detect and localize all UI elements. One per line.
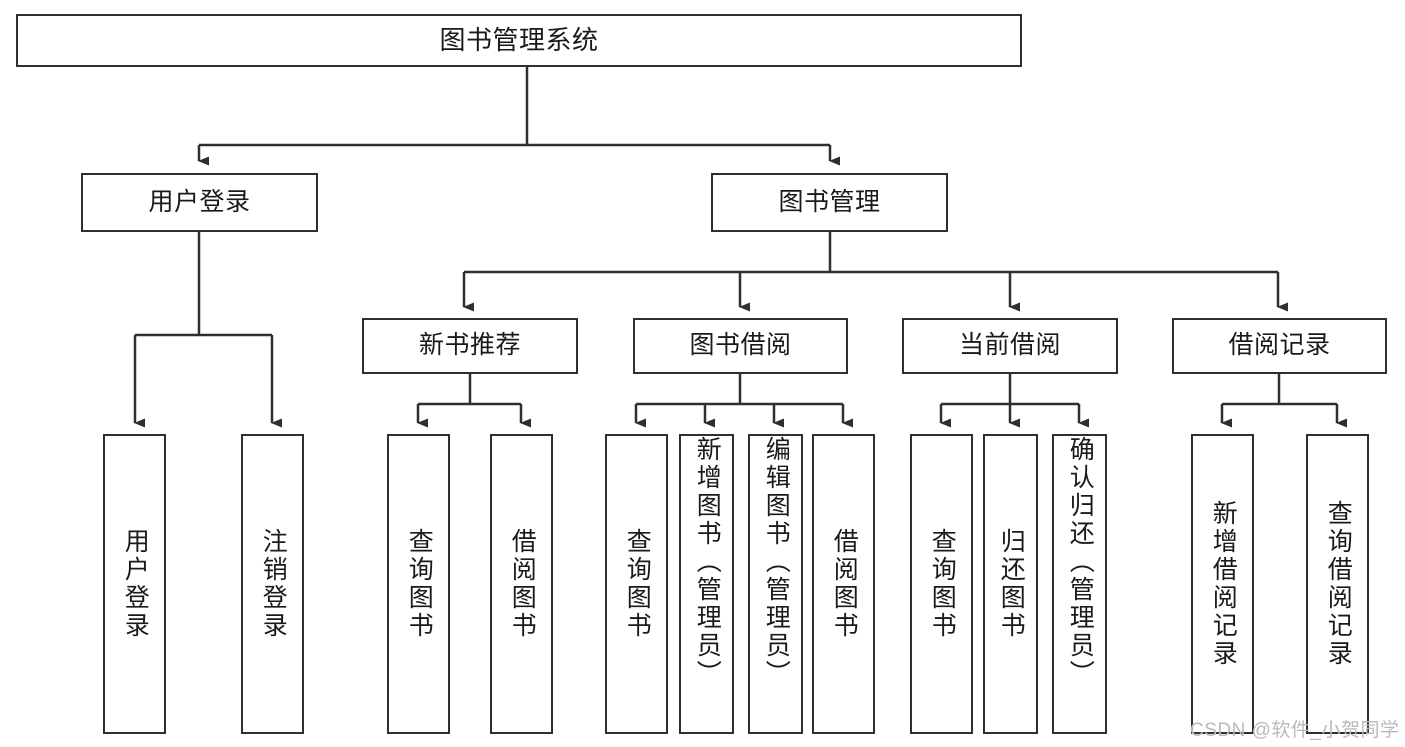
node-label: 新书推荐: [418, 331, 521, 360]
node-label: 借阅图书: [508, 528, 537, 640]
node-leaf-user-login[interactable]: 用户登录: [103, 434, 166, 734]
node-label: 用户登录: [121, 528, 150, 640]
node-leaf-add-book-admin[interactable]: 新增图书（管理员）: [679, 434, 734, 734]
node-root-book-management-system[interactable]: 图书管理系统: [16, 14, 1022, 67]
node-label: 新增图书（管理员）: [693, 436, 722, 688]
node-label: 查询借阅记录: [1324, 500, 1353, 668]
node-label: 归还图书: [997, 528, 1026, 640]
node-label: 新增借阅记录: [1209, 500, 1238, 668]
node-leaf-borrow-book-recommend[interactable]: 借阅图书: [490, 434, 553, 734]
node-leaf-logout-login[interactable]: 注销登录: [241, 434, 304, 734]
node-label: 图书管理系统: [439, 25, 599, 56]
node-label: 用户登录: [148, 187, 251, 216]
node-leaf-return-book[interactable]: 归还图书: [983, 434, 1038, 734]
node-label: 借阅记录: [1228, 331, 1331, 360]
node-current-borrow[interactable]: 当前借阅: [902, 318, 1118, 374]
node-leaf-confirm-return-admin[interactable]: 确认归还（管理员）: [1052, 434, 1107, 734]
node-leaf-query-borrow-record[interactable]: 查询借阅记录: [1306, 434, 1369, 734]
node-label: 查询图书: [405, 528, 434, 640]
node-label: 当前借阅: [958, 331, 1061, 360]
node-label: 借阅图书: [830, 528, 859, 640]
node-leaf-query-book-recommend[interactable]: 查询图书: [387, 434, 450, 734]
node-label: 编辑图书（管理员）: [762, 436, 791, 688]
node-book-borrow[interactable]: 图书借阅: [633, 318, 848, 374]
node-leaf-query-book-current[interactable]: 查询图书: [910, 434, 973, 734]
node-label: 查询图书: [623, 528, 652, 640]
node-leaf-borrow-book[interactable]: 借阅图书: [812, 434, 875, 734]
node-label: 图书管理: [778, 187, 881, 216]
node-label: 注销登录: [259, 528, 288, 640]
node-borrow-record[interactable]: 借阅记录: [1172, 318, 1387, 374]
node-leaf-query-book-borrow[interactable]: 查询图书: [605, 434, 668, 734]
node-label: 确认归还（管理员）: [1066, 436, 1095, 688]
node-user-login[interactable]: 用户登录: [81, 173, 318, 232]
node-new-book-recommend[interactable]: 新书推荐: [362, 318, 578, 374]
node-label: 查询图书: [928, 528, 957, 640]
node-book-management[interactable]: 图书管理: [711, 173, 948, 232]
node-leaf-add-borrow-record[interactable]: 新增借阅记录: [1191, 434, 1254, 734]
node-leaf-edit-book-admin[interactable]: 编辑图书（管理员）: [748, 434, 803, 734]
csdn-watermark: CSDN @软件_小贺同学: [1190, 720, 1400, 741]
node-label: 图书借阅: [689, 331, 792, 360]
